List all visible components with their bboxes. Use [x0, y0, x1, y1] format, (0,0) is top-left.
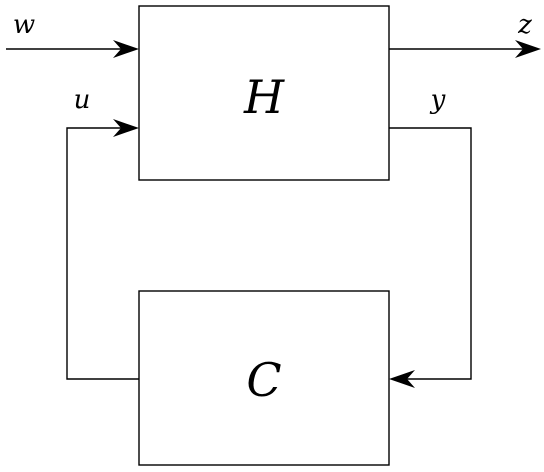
- measured-output-wire: [389, 127, 472, 380]
- controller-block-label: C: [246, 353, 281, 407]
- control-input-arrowhead: [113, 119, 139, 137]
- controller-block: [138, 290, 390, 466]
- performance-output-arrowhead: [515, 40, 541, 58]
- measured-output-label: y: [430, 85, 446, 115]
- disturbance-label: w: [13, 10, 35, 40]
- plant-block-label: H: [243, 70, 285, 124]
- control-input-label: u: [74, 85, 91, 115]
- control-input-wire: [66, 127, 139, 380]
- disturbance-arrowhead: [113, 40, 139, 58]
- measured-output-arrowhead: [389, 370, 415, 388]
- plant-block: [138, 5, 390, 181]
- performance-output-label: z: [517, 10, 532, 40]
